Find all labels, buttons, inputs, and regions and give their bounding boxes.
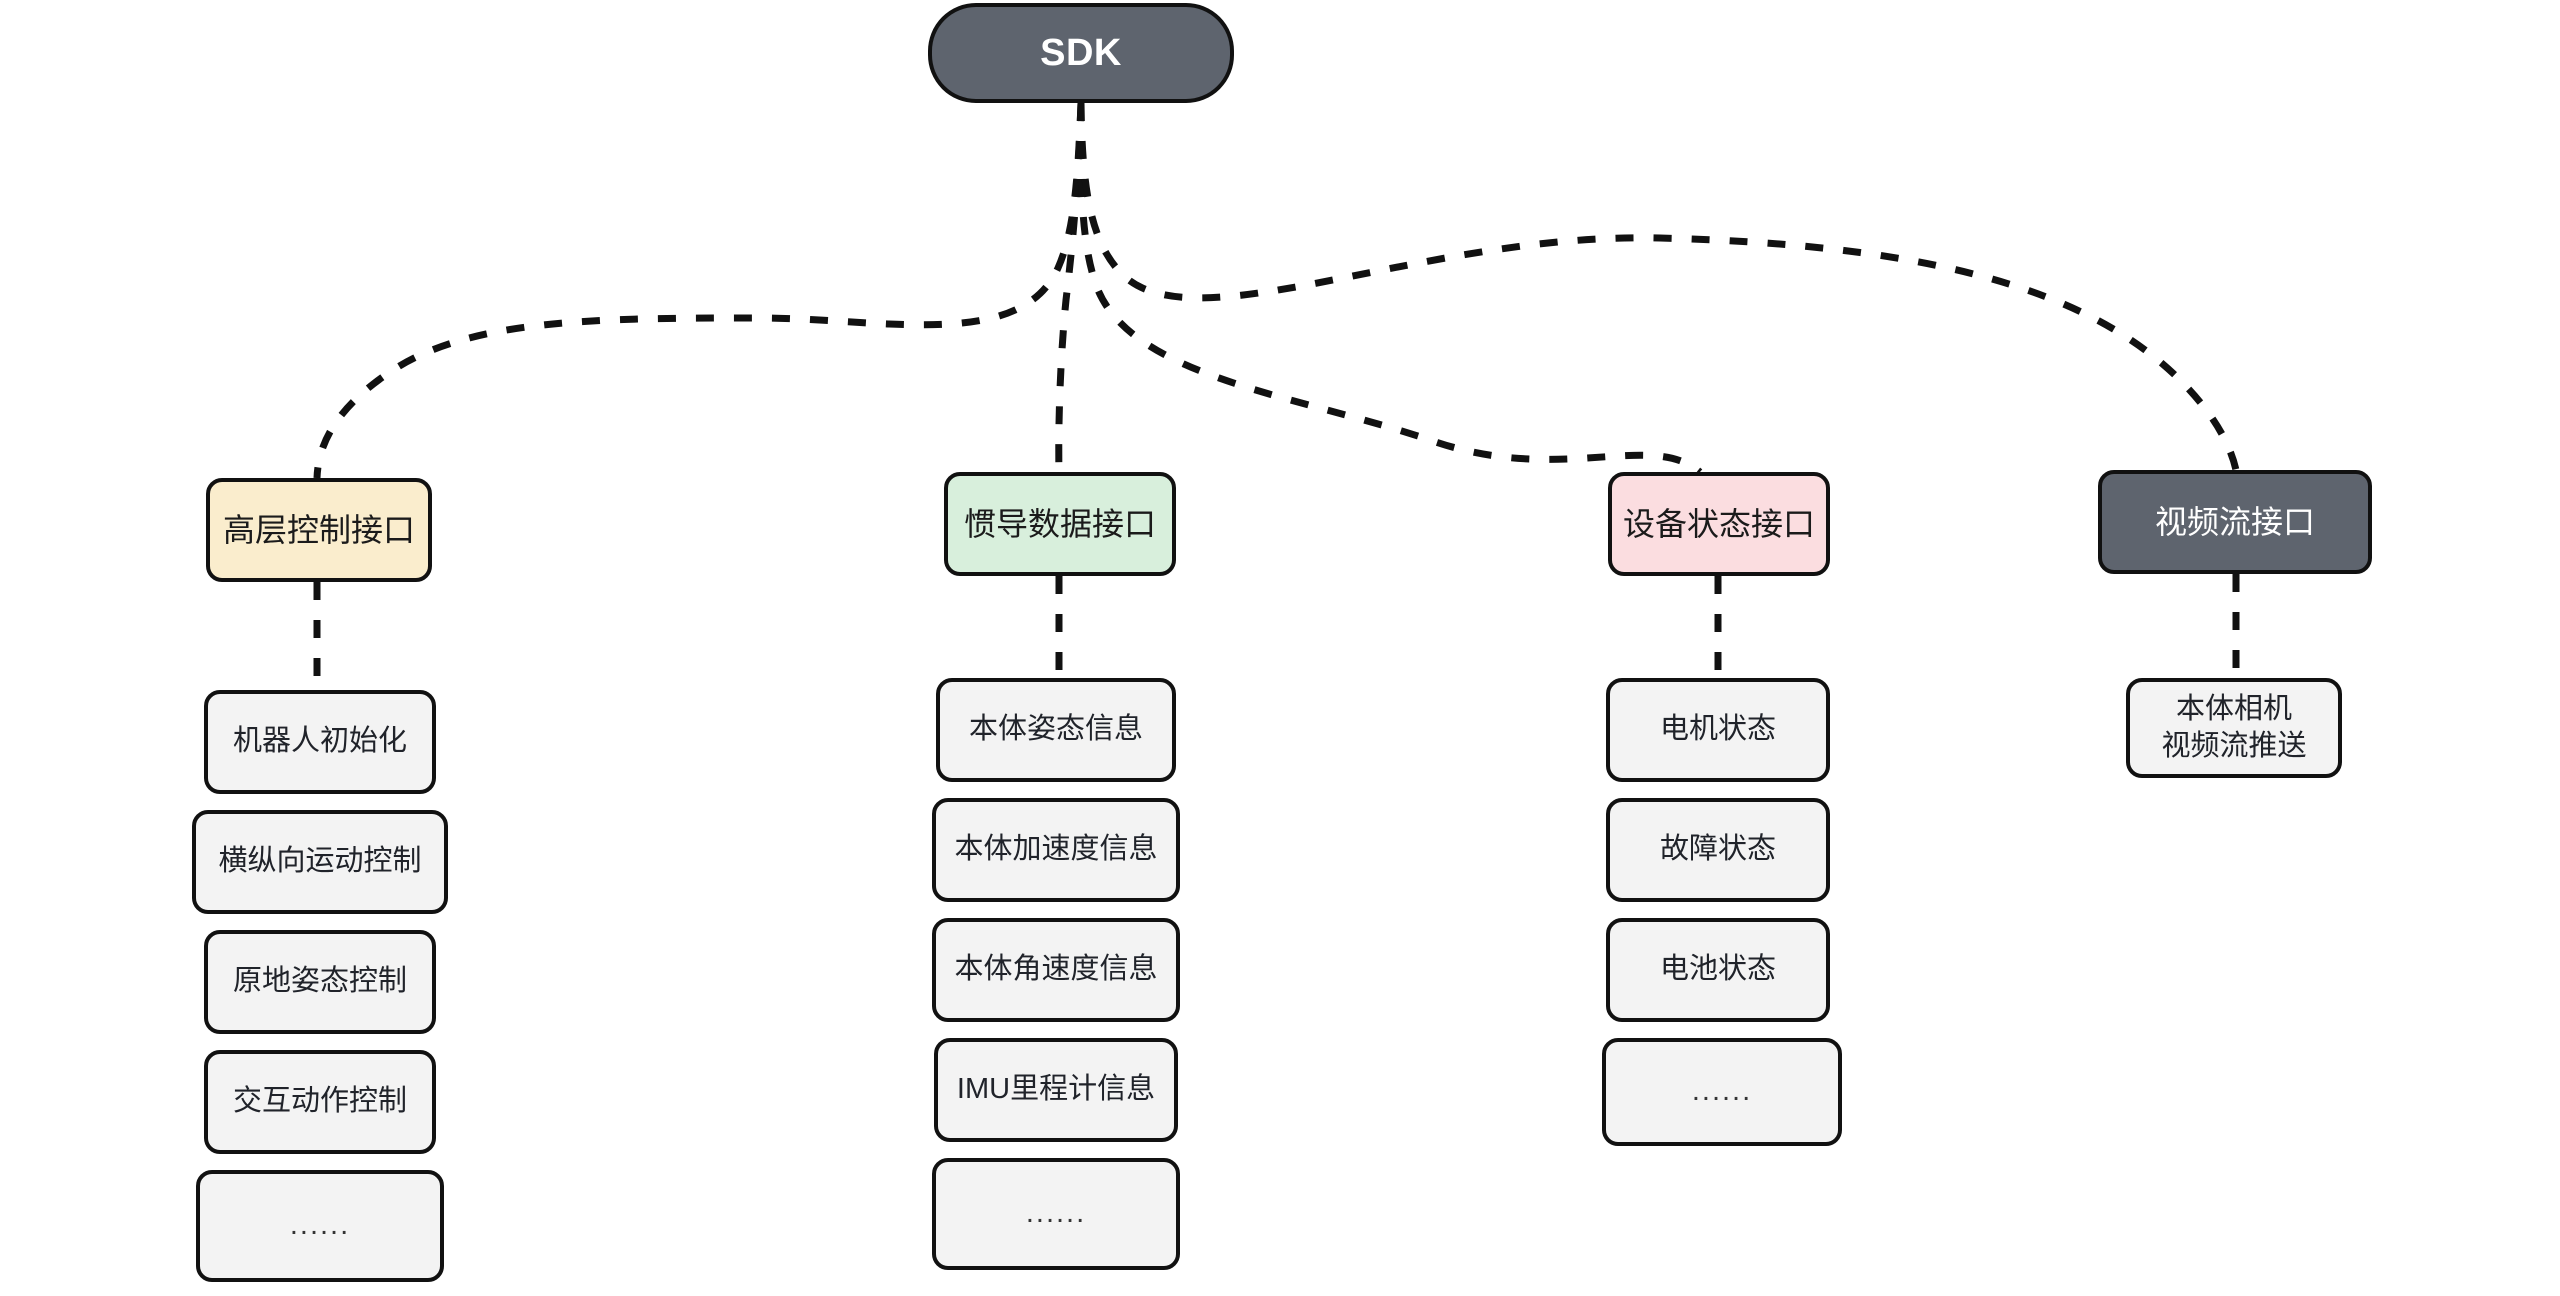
edge-sdk-to-device-status [1077,102,1703,475]
node-more-imu[interactable]: ...... [932,1158,1180,1270]
node-imu-odometry-info[interactable]: IMU里程计信息 [934,1038,1178,1142]
edge-sdk-to-high-level-control [313,102,1085,479]
node-body-acceleration-info[interactable]: 本体加速度信息 [932,798,1180,902]
node-fault-status[interactable]: 故障状态 [1606,798,1830,902]
node-body-attitude-info[interactable]: 本体姿态信息 [936,678,1176,782]
node-device-status[interactable]: 设备状态接口 [1608,472,1830,576]
node-lateral-longitudinal-motion-control[interactable]: 横纵向运动控制 [192,810,448,914]
node-interactive-action-control[interactable]: 交互动作控制 [204,1050,436,1154]
node-in-place-posture-control[interactable]: 原地姿态控制 [204,930,436,1034]
node-body-angular-velocity-info[interactable]: 本体角速度信息 [932,918,1180,1022]
node-video-stream[interactable]: 视频流接口 [2098,470,2372,574]
node-high-level-control[interactable]: 高层控制接口 [206,478,432,582]
node-more-status[interactable]: ...... [1602,1038,1842,1146]
node-sdk[interactable]: SDK [928,3,1234,103]
node-inertial-navigation-data[interactable]: 惯导数据接口 [944,472,1176,576]
edge-sdk-to-video-stream [1077,102,2240,471]
edge-sdk-to-inertial-navigation-data [1055,102,1085,473]
node-motor-status[interactable]: 电机状态 [1606,678,1830,782]
node-battery-status[interactable]: 电池状态 [1606,918,1830,1022]
node-more-control[interactable]: ...... [196,1170,444,1282]
node-robot-init[interactable]: 机器人初始化 [204,690,436,794]
node-body-camera-video-push[interactable]: 本体相机 视频流推送 [2126,678,2342,778]
